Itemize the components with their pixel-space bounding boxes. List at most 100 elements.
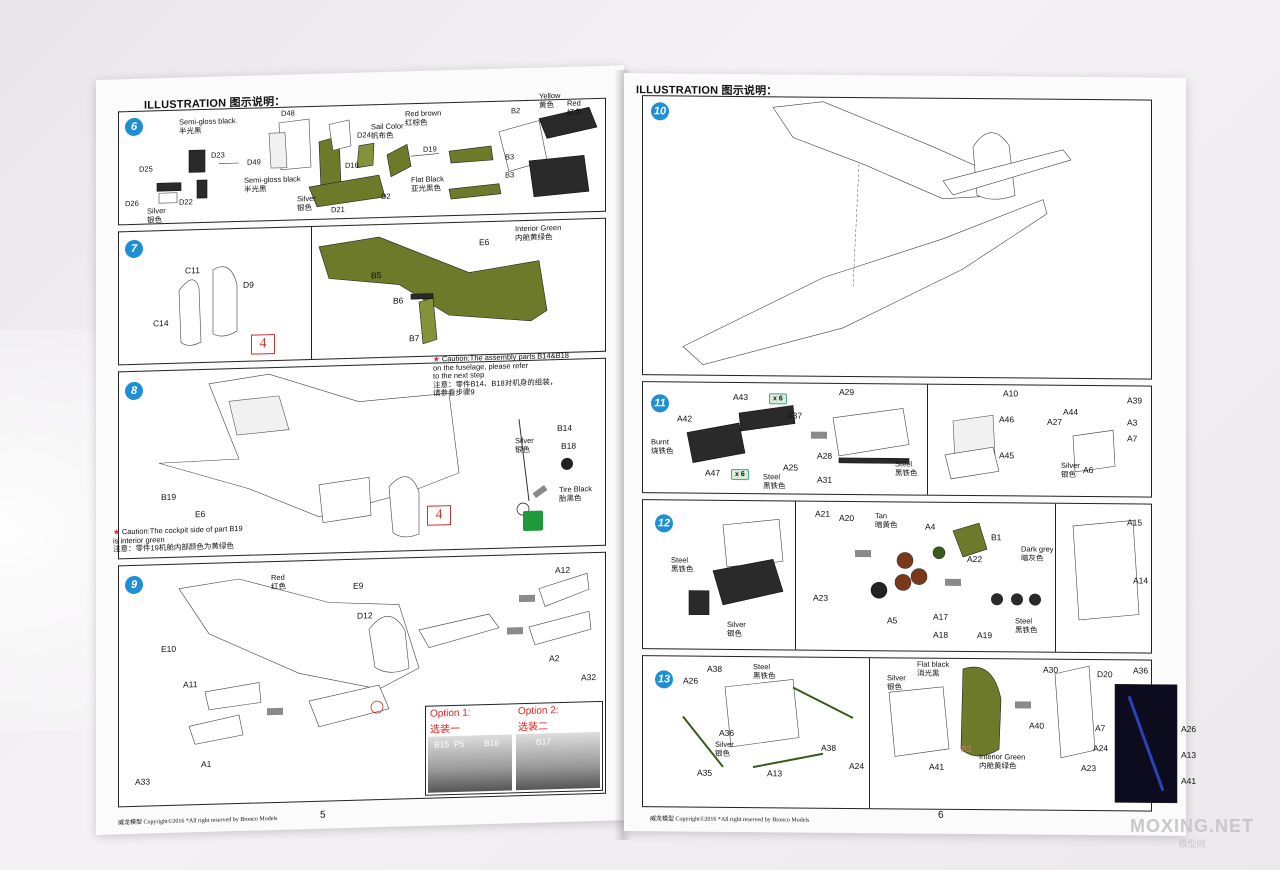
part-B1: B1 xyxy=(991,532,1002,543)
step12-label-steel-2: Steel 黑铁色 xyxy=(1015,616,1038,635)
part-A15: A15 xyxy=(1127,517,1143,528)
part-A28: A28 xyxy=(817,450,833,461)
part-A40: A40 xyxy=(1029,720,1045,731)
part-A30: A30 xyxy=(1043,664,1059,675)
part-B18: B18 xyxy=(561,440,577,452)
part-D22: D22 xyxy=(179,197,193,207)
part-A18: A18 xyxy=(933,629,949,640)
step11-label-burnt: Burnt 烧铁色 xyxy=(651,437,674,455)
option2-subtitle: 选装二 xyxy=(518,721,548,734)
step11-label-steel-1: Steel 黑铁色 xyxy=(763,472,786,490)
left-page-number: 5 xyxy=(320,809,326,821)
watermark: MOXING.NET 模型网 xyxy=(1130,816,1254,850)
part-A42: A42 xyxy=(677,413,693,424)
option1-part-B15: B15 xyxy=(434,739,450,750)
step8-label-tire: Tire Black 胎黑色 xyxy=(559,484,593,503)
step13-drawing xyxy=(682,665,1178,804)
step11-quantity-badge-2: x 6 xyxy=(731,468,749,481)
step6-drawing xyxy=(156,106,598,208)
part-D26: D26 xyxy=(125,198,139,209)
part-B5: B5 xyxy=(371,270,382,281)
step8-assembly-icon xyxy=(523,510,543,532)
step7-label-interior: Interior Green 内舱黄绿色 xyxy=(515,223,562,242)
step12-label-darkgrey: Dark grey 暗灰色 xyxy=(1021,544,1054,563)
step11-panel: 11 A42 A43 A37 A47 A25 A29 A28 A31 A10 A… xyxy=(642,381,1152,498)
part-A25: A25 xyxy=(783,462,799,473)
part-A35: A35 xyxy=(697,767,713,778)
step6-label-flatblack: Flat Black 亚光黑色 xyxy=(411,174,444,193)
part-A12: A12 xyxy=(555,564,571,576)
part-A2: A2 xyxy=(549,653,560,664)
step12-label-silver: Silver 银色 xyxy=(727,619,746,638)
part-D9: D9 xyxy=(243,279,254,290)
part-A1: A1 xyxy=(201,758,212,770)
part-A5: A5 xyxy=(887,615,898,626)
option1-part-B16: B16 xyxy=(484,737,500,749)
step8-caution-bottom: ★ Caution:The cockpit side of part B19 i… xyxy=(113,523,243,554)
step13-label-silver-2: Silver 银色 xyxy=(887,673,906,691)
option2-image xyxy=(516,731,600,791)
part-A3: A3 xyxy=(1127,417,1138,428)
part-A29: A29 xyxy=(839,386,855,398)
part-D21: D21 xyxy=(331,205,345,215)
part-A6: A6 xyxy=(1083,465,1094,476)
step13-label-flatblack: Flat black 消光黑 xyxy=(917,659,950,678)
right-page-number: 6 xyxy=(938,809,944,821)
part-D49: D49 xyxy=(247,157,261,167)
part-A14: A14 xyxy=(1133,575,1149,586)
part-A46: A46 xyxy=(999,414,1015,425)
part-B14: B14 xyxy=(557,422,573,434)
part-A37: A37 xyxy=(787,410,803,421)
part-A7-2: A7 xyxy=(1095,723,1106,734)
part-A23-2: A23 xyxy=(1081,762,1097,774)
part-B6: B6 xyxy=(393,295,404,306)
step11-drawing xyxy=(686,405,1116,480)
step13-panel: 13 Steel 黑铁色 Silver 银色 Silver 银色 Flat bl… xyxy=(642,655,1196,812)
step6-label-silver-1: Silver 银色 xyxy=(147,206,166,225)
step8-ref-box: 4 xyxy=(427,505,451,526)
part-D12: D12 xyxy=(357,610,373,621)
part-B7: B7 xyxy=(409,332,420,344)
option1-subtitle: 选装一 xyxy=(430,723,460,736)
step9-drawing xyxy=(178,572,592,745)
part-A38-2: A38 xyxy=(821,742,837,753)
step13-label-steel: Steel 黑铁色 xyxy=(753,662,776,680)
part-A17: A17 xyxy=(933,611,949,622)
part-B19: B19 xyxy=(161,491,177,503)
option2-title: Option 2: xyxy=(518,705,559,718)
part-A22: A22 xyxy=(967,553,983,565)
part-C14: C14 xyxy=(153,317,169,329)
part-A36: A36 xyxy=(719,727,735,738)
part-A47: A47 xyxy=(705,467,721,478)
part-C11: C11 xyxy=(185,265,200,276)
option1-title: Option 1: xyxy=(430,707,471,720)
part-A44: A44 xyxy=(1063,406,1079,417)
part-B3-a: B3 xyxy=(505,152,515,162)
part-D19: D19 xyxy=(423,144,437,154)
step7-ref-box: 4 xyxy=(251,334,275,355)
part-A39: A39 xyxy=(1127,395,1143,406)
step12-drawing xyxy=(688,519,1140,621)
step6-label-semigloss-1: Semi-gloss black 半光黑 xyxy=(179,116,236,136)
step11-label-silver: Silver 银色 xyxy=(1061,460,1080,479)
part-A38: A38 xyxy=(707,663,723,674)
part-E9: E9 xyxy=(353,580,364,591)
part-A43: A43 xyxy=(733,391,749,403)
part-A23: A23 xyxy=(813,592,829,603)
step6-label-red: Red 红色 xyxy=(567,98,582,117)
right-page-footer: 威龙模型 Copyright©2016 *All right reserved … xyxy=(650,816,810,824)
right-page: ILLUSTRATION 图示说明： 10 11 A42 A43 A37 A47 xyxy=(624,73,1196,836)
part-A19: A19 xyxy=(977,630,993,641)
step12-panel: 12 Steel 黑铁色 Silver 银色 Tan 暗黄色 Dark grey… xyxy=(642,499,1152,654)
part-A21: A21 xyxy=(815,508,831,519)
step6-label-yellow: Yellow 黄色 xyxy=(539,91,561,110)
part-A20: A20 xyxy=(839,512,855,524)
watermark-sub: 模型网 xyxy=(1178,839,1206,849)
part-D20: D20 xyxy=(1097,669,1113,680)
option-box: Option 1: 选装一 Option 2: 选装二 B15 P5 B16 B… xyxy=(425,700,603,796)
part-A41: A41 xyxy=(929,761,945,772)
step10-drawing xyxy=(682,101,1072,366)
left-page-footer: 威龙模型 Copyright©2016 *All right reserved … xyxy=(118,815,278,827)
step9-panel: 9 Red 红色 E9 D12 E10 A12 A2 A32 A11 A1 A3… xyxy=(118,551,606,808)
step12-label-tan: Tan 暗黄色 xyxy=(875,511,898,529)
